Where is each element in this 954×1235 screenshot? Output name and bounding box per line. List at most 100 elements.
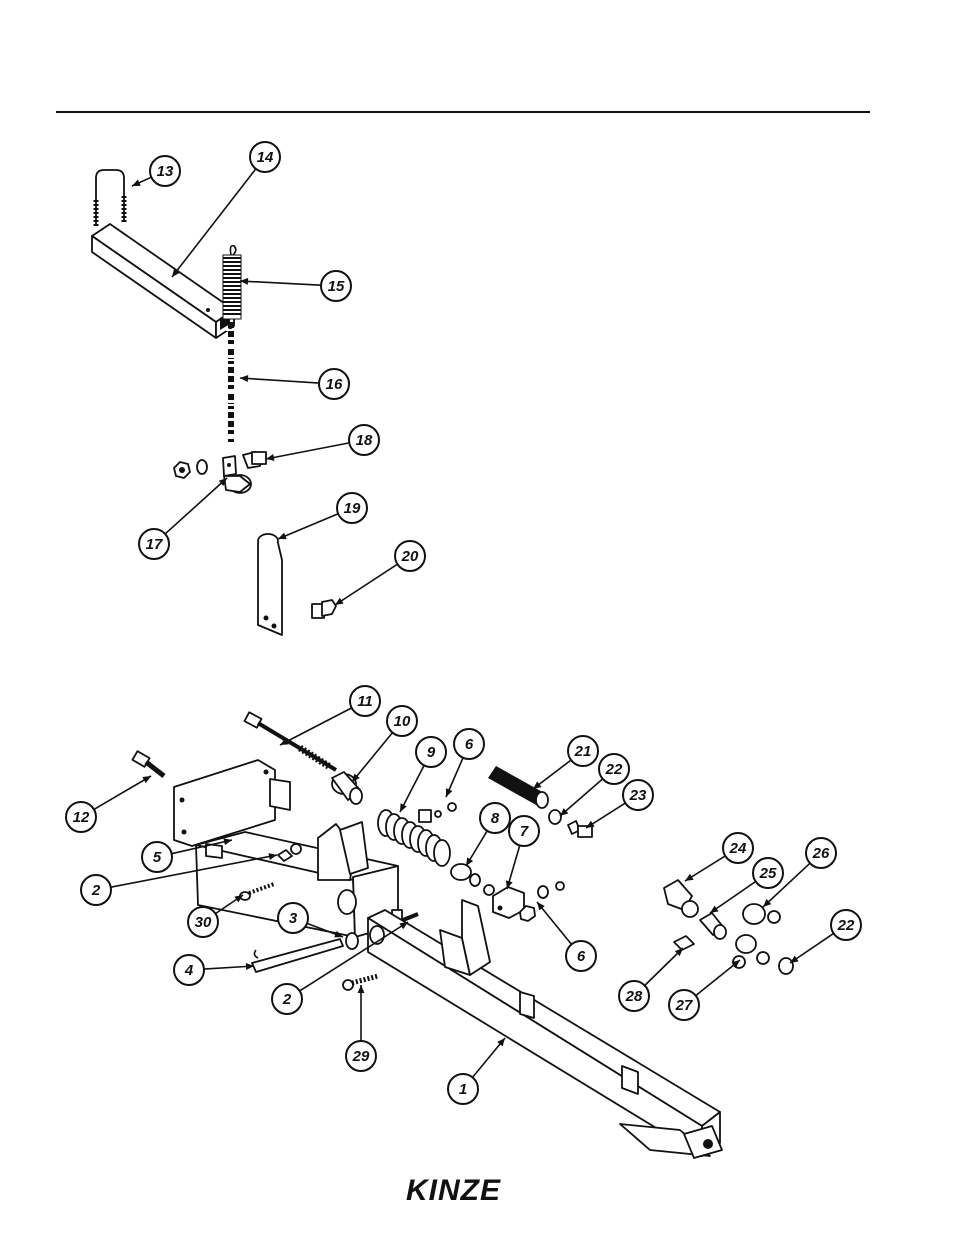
callout-number: 26 — [812, 845, 830, 862]
callout-25: 25 — [710, 858, 783, 913]
callout-11: 11 — [280, 686, 380, 745]
callout-number: 27 — [675, 997, 693, 1014]
callout-leader — [537, 902, 572, 944]
callout-number: 8 — [491, 810, 500, 827]
callout-4: 4 — [174, 955, 254, 985]
callout-number: 2 — [282, 991, 292, 1008]
callout-number: 16 — [326, 376, 343, 393]
callout-leader — [560, 779, 603, 816]
callout-leader — [165, 478, 227, 534]
callout-number: 21 — [574, 743, 592, 760]
callout-24: 24 — [685, 833, 753, 881]
callout-leader — [645, 948, 683, 986]
bolt-part-12 — [132, 751, 164, 776]
callout-1: 1 — [448, 1038, 505, 1104]
bushing-part-8 — [451, 864, 494, 895]
nut-washer-part-6-top — [419, 803, 456, 822]
callout-number: 7 — [520, 823, 529, 840]
callout-number: 20 — [401, 548, 419, 565]
spring-part-15 — [223, 246, 241, 319]
callout-9: 9 — [400, 737, 446, 812]
callout-number: 30 — [195, 914, 212, 931]
plug-part-28 — [674, 936, 694, 950]
callout-number: 2 — [91, 882, 101, 899]
pin-part-4 — [252, 939, 343, 972]
callout-number: 23 — [629, 787, 647, 804]
ring-part-22-bottom — [779, 958, 793, 974]
callout-22: 22 — [790, 910, 861, 963]
callout-number: 22 — [837, 917, 855, 934]
callout-leader — [240, 281, 321, 285]
callout-number: 5 — [153, 849, 162, 866]
callout-15: 15 — [240, 271, 351, 301]
callout-number: 15 — [328, 278, 345, 295]
callout-leader — [240, 378, 319, 383]
callout-leader — [266, 443, 349, 459]
callout-number: 18 — [356, 432, 373, 449]
callout-number: 19 — [344, 500, 361, 517]
callout-number: 25 — [759, 865, 777, 882]
arm-part-19 — [258, 534, 282, 635]
callout-leader — [94, 776, 151, 809]
callout-number: 6 — [465, 736, 474, 753]
ring-part-22-top — [549, 810, 561, 824]
callout-20: 20 — [335, 541, 425, 605]
callout-number: 29 — [352, 1048, 370, 1065]
callout-17: 17 — [139, 478, 227, 559]
callout-arrowhead — [266, 454, 275, 461]
nipple-part-25 — [700, 913, 726, 939]
callout-12: 12 — [66, 776, 151, 832]
callout-number: 12 — [73, 809, 90, 826]
callout-leader — [352, 733, 392, 782]
callout-10: 10 — [352, 706, 417, 782]
callout-leader — [280, 708, 352, 745]
callout-7: 7 — [506, 816, 539, 889]
callout-number: 9 — [427, 744, 436, 761]
chain-part-16 — [226, 322, 236, 442]
logo-text: KINZE — [406, 1174, 501, 1207]
callout-8: 8 — [466, 803, 510, 866]
callout-arrowhead — [710, 906, 719, 913]
main-frame-part-1 — [368, 900, 722, 1158]
callout-number: 13 — [157, 163, 174, 180]
callout-leader — [172, 169, 256, 277]
callout-arrowhead — [335, 598, 344, 605]
callout-number: 3 — [289, 910, 298, 927]
callout-6: 6 — [446, 729, 484, 797]
callout-number: 22 — [605, 761, 623, 778]
callout-number: 11 — [357, 693, 373, 710]
callout-19: 19 — [278, 493, 367, 539]
callout-arrowhead — [358, 985, 365, 993]
square-tube-part-14 — [92, 224, 234, 338]
callout-27: 27 — [669, 960, 740, 1020]
callout-18: 18 — [266, 425, 379, 461]
callout-leader — [696, 960, 740, 996]
washer-stack-part-9 — [378, 810, 450, 866]
callout-arrowhead — [790, 956, 799, 963]
callout-13: 13 — [132, 156, 180, 186]
callout-number: 24 — [729, 840, 747, 857]
washer-part-3 — [346, 933, 358, 949]
callout-number: 17 — [146, 536, 163, 553]
nut-washer-part-6-bottom — [520, 882, 564, 921]
callout-number: 6 — [577, 948, 586, 965]
callout-leader — [278, 514, 338, 539]
coupler-part-24 — [664, 880, 698, 917]
bolt-part-20 — [312, 600, 336, 618]
callout-arrowhead — [586, 821, 595, 828]
kinze-logo: KINZE — [402, 1174, 520, 1207]
callout-29: 29 — [346, 985, 376, 1071]
cap-part-26 — [743, 904, 780, 924]
callout-21: 21 — [533, 736, 598, 789]
callout-number: 4 — [184, 962, 194, 979]
callout-16: 16 — [240, 369, 349, 399]
u-bolt-part-13 — [96, 170, 124, 226]
callout-number: 1 — [459, 1081, 467, 1098]
callout-6: 6 — [537, 902, 596, 971]
bracket-part-17 — [174, 452, 266, 493]
callout-leader — [335, 564, 397, 605]
callout-23: 23 — [586, 780, 653, 828]
fitting-part-23 — [568, 821, 592, 837]
